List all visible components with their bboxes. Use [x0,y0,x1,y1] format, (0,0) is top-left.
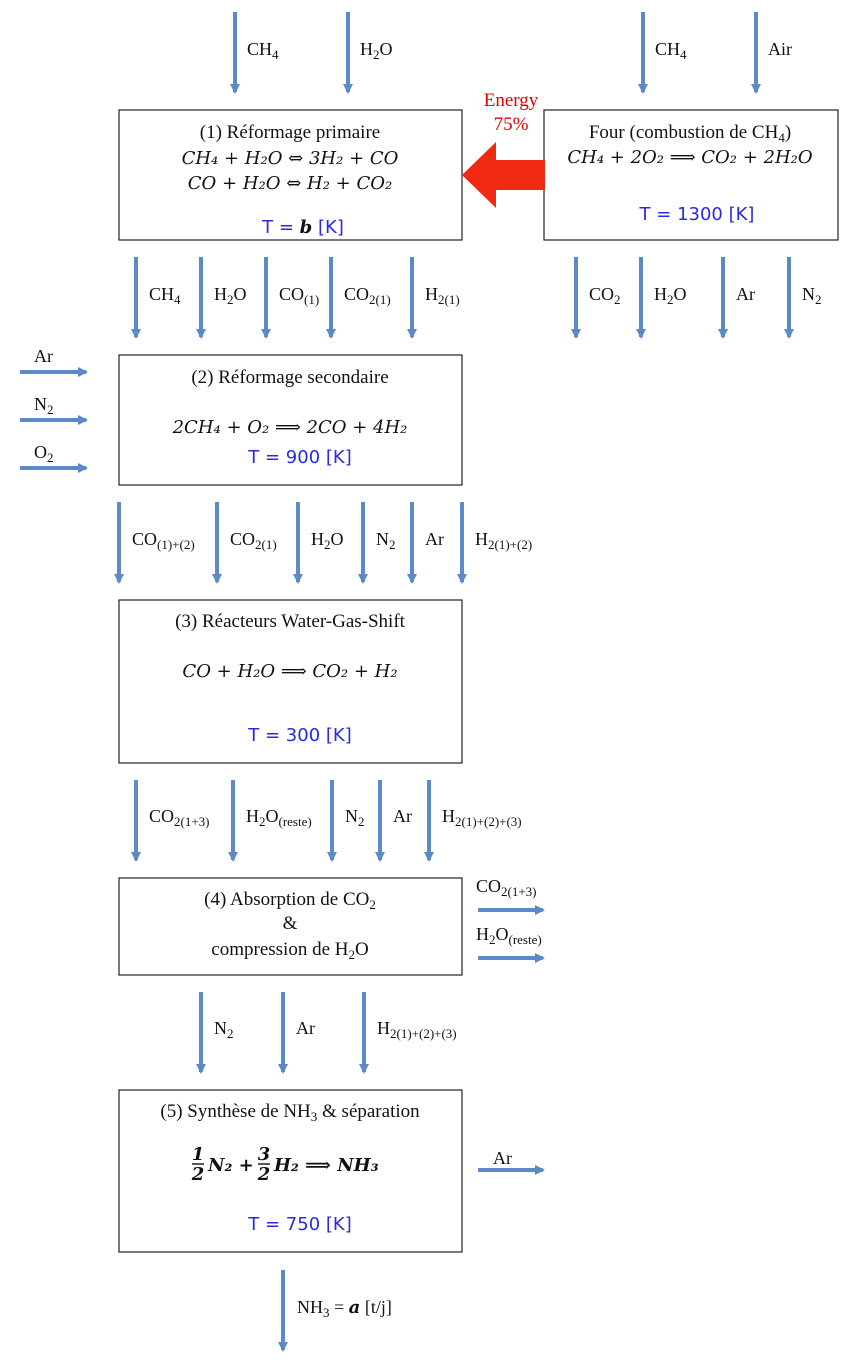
label-stream-4-5: Ar [296,1018,315,1038]
product-unit: [t/j] [360,1297,392,1317]
energy-arrow [462,142,545,208]
label-stream-1-2: CO2(1) [344,284,391,307]
label-stream-3-4: H2(1)+(2)+(3) [442,806,522,829]
box5-temperature: T = 750 [K] [247,1214,351,1235]
box4-line3-a: compression de H [211,939,348,960]
frac1-denominator: 2 [191,1164,205,1185]
box3-title: (3) Réacteurs Water-Gas-Shift [175,611,406,632]
four-frame [543,109,839,241]
label-box4-out: H2O(reste) [476,924,542,947]
box-water-gas-shift: (3) Réacteurs Water-Gas-Shift CO + H₂O ⟹… [118,599,463,764]
box4-line3: compression de H2O [211,939,368,962]
four-title-a: Four (combustion de CH [589,122,779,143]
box4-line3-sub: 2 [348,947,355,962]
label-four-out: CO2 [589,284,621,307]
label-stream-3-4: CO2(1+3) [149,806,210,829]
four-temperature: T = 1300 [K] [639,204,755,225]
box1-temperature: T = b [K] [261,217,344,238]
label-stream-1-2: H2(1) [425,284,460,307]
label-box4-out: CO2(1+3) [476,876,537,899]
four-title: Four (combustion de CH4) [589,122,791,145]
label-stream-4-5: N2 [214,1018,234,1041]
box-co2-absorption: (4) Absorption de CO2 & compression de H… [118,877,463,976]
box3-frame [118,599,463,764]
box5-title-a: (5) Synthèse de NH [160,1101,311,1122]
label-box5-ar-out: Ar [493,1148,512,1168]
label-into-box2: Ar [34,346,53,366]
product-variable: a [349,1297,361,1318]
box-furnace: Four (combustion de CH4) CH₄ + 2O₂ ⟹ CO₂… [543,109,839,241]
frac2-numerator: 3 [258,1144,271,1165]
box1-temp-prefix: T = [261,217,300,238]
label-stream-3-4: Ar [393,806,412,826]
product-equals: = [330,1297,349,1317]
box3-equation: CO + H₂O ⟹ CO₂ + H₂ [182,661,397,682]
label-h2o-in: H2O [360,39,393,62]
box4-title-sub: 2 [369,897,376,912]
label-ch4-in: CH4 [247,39,279,62]
four-equation: CH₄ + 2O₂ ⟹ CO₂ + 2H₂O [567,147,813,168]
product-base: NH [297,1297,323,1317]
product-sub: 3 [323,1305,330,1320]
box5-title-b: & séparation [317,1101,420,1122]
eq-rest: H₂ ⟹ NH₃ [273,1155,379,1176]
box-ammonia-synthesis: (5) Synthèse de NH3 & séparation 1 2 N₂ … [118,1089,463,1253]
label-into-box2: N2 [34,394,54,417]
label-four-out: H2O [654,284,687,307]
box1-title: (1) Réformage primaire [200,122,380,143]
box4-frame [118,877,463,976]
eq-n2: N₂ + [207,1155,254,1176]
box1-equation-2: CO + H₂O ⇔ H₂ + CO₂ [188,173,392,194]
label-stream-4-5: H2(1)+(2)+(3) [377,1018,457,1041]
energy-label: Energy [484,90,539,111]
box3-temperature: T = 300 [K] [247,725,351,746]
label-stream-2-3: H2O [311,529,344,552]
box4-line3-b: O [355,939,369,960]
four-title-b: ) [785,122,791,143]
product-label: NH3 = a [t/j] [297,1297,392,1320]
box5-title-sub: 3 [311,1109,318,1124]
label-stream-2-3: CO2(1) [230,529,277,552]
box4-title: (4) Absorption de CO2 [204,889,376,912]
label-stream-2-3: CO(1)+(2) [132,529,195,552]
box-primary-reforming: (1) Réformage primaire CH₄ + H₂O ⇔ 3H₂ +… [118,109,463,241]
label-stream-2-3: N2 [376,529,396,552]
label-into-box2: O2 [34,442,54,465]
label-stream-1-2: H2O [214,284,247,307]
label-stream-2-3: Ar [425,529,444,549]
box2-frame [118,354,463,486]
box4-title-a: (4) Absorption de CO [204,889,369,910]
label-stream-2-3: H2(1)+(2) [475,529,532,552]
box1-temp-variable: b [300,217,313,238]
energy-percent: 75% [494,114,529,135]
label-four-ch4-in: CH4 [655,39,687,62]
box5-title: (5) Synthèse de NH3 & séparation [160,1101,420,1124]
frac1-numerator: 1 [192,1144,205,1165]
box1-temp-unit: [K] [312,217,344,238]
label-stream-1-2: CO(1) [279,284,319,307]
frac2-denominator: 2 [257,1164,271,1185]
box1-equation-1: CH₄ + H₂O ⇔ 3H₂ + CO [182,148,399,169]
box4-ampersand: & [283,913,298,934]
box5-equation: 1 2 N₂ + 3 2 H₂ ⟹ NH₃ [191,1144,379,1185]
label-stream-3-4: H2O(reste) [246,806,312,829]
label-four-out: N2 [802,284,822,307]
four-title-sub: 4 [778,130,785,145]
box2-equation: 2CH₄ + O₂ ⟹ 2CO + 4H₂ [172,417,408,438]
box-secondary-reforming: (2) Réformage secondaire 2CH₄ + O₂ ⟹ 2CO… [118,354,463,486]
label-four-out: Ar [736,284,755,304]
label-air-in: Air [768,39,792,59]
box2-title: (2) Réformage secondaire [191,367,388,388]
energy-transfer: Energy 75% [462,90,545,208]
box5-frame [118,1089,463,1253]
label-stream-3-4: N2 [345,806,365,829]
box2-temperature: T = 900 [K] [247,447,351,468]
label-stream-1-2: CH4 [149,284,181,307]
box1-frame [118,109,463,241]
